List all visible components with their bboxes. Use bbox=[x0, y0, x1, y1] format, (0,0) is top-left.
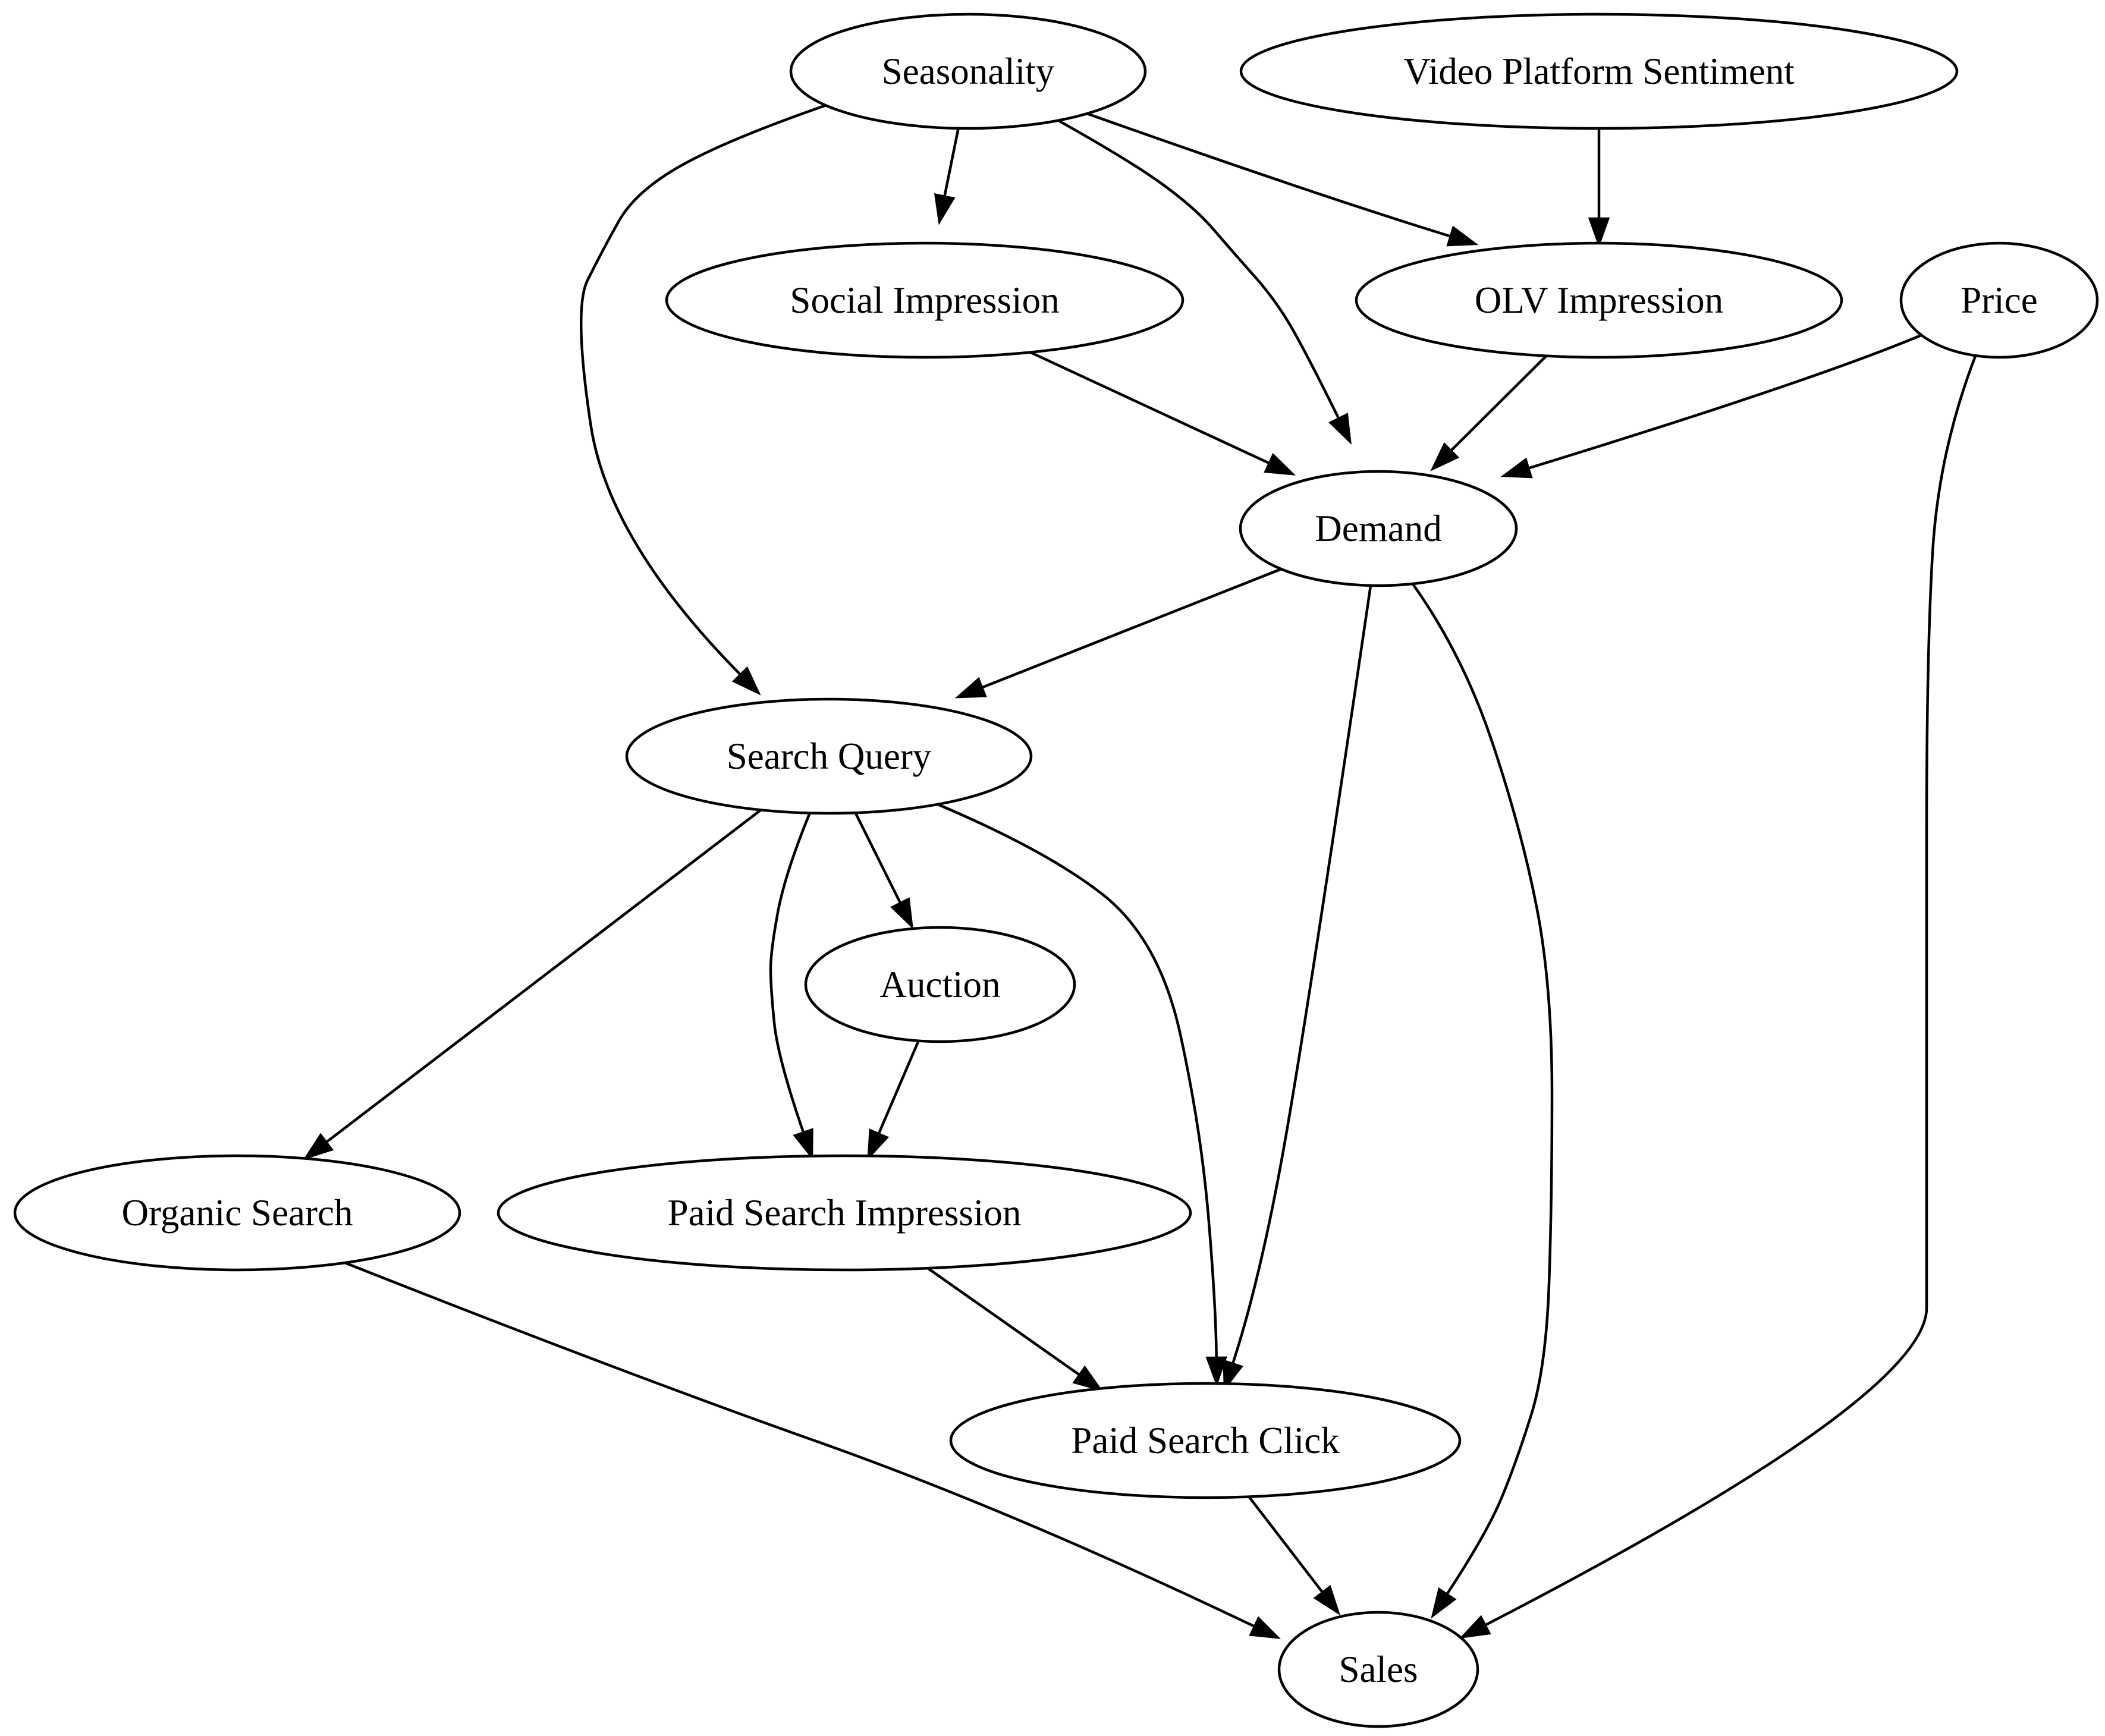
node-demand: Demand bbox=[1239, 470, 1518, 587]
node-video-sentiment: Video Platform Sentiment bbox=[1239, 12, 1959, 130]
edge-organic-search-to-sales bbox=[344, 1261, 1281, 1639]
node-ellipse bbox=[804, 926, 1076, 1043]
edge-demand-to-sales bbox=[1411, 582, 1554, 1619]
edge-demand-to-paid-search-click bbox=[1223, 585, 1372, 1392]
node-olv-impression: OLV Impression bbox=[1355, 241, 1843, 359]
node-search-query: Search Query bbox=[625, 697, 1033, 815]
edge-video-sentiment-to-olv-impression bbox=[1588, 128, 1610, 248]
node-auction: Auction bbox=[804, 926, 1076, 1043]
node-label: Search Query bbox=[727, 735, 932, 777]
edge-line bbox=[853, 811, 902, 904]
node-ellipse bbox=[1239, 470, 1518, 587]
node-label: Price bbox=[1961, 279, 2037, 321]
nodes-layer: Seasonality Video Platform SentimentSocia… bbox=[13, 12, 2099, 1728]
node-label: Demand bbox=[1315, 508, 1441, 549]
edge-olv-impression-to-demand bbox=[1430, 355, 1547, 471]
edge-line bbox=[1085, 111, 1451, 238]
arrowhead-icon bbox=[890, 897, 913, 929]
node-ellipse bbox=[1899, 241, 2099, 359]
node-ellipse bbox=[1239, 12, 1959, 130]
arrowhead-icon bbox=[1223, 1359, 1244, 1392]
arrowhead-icon bbox=[1430, 442, 1460, 471]
node-ellipse bbox=[789, 12, 1147, 130]
node-sales: Sales bbox=[1277, 1611, 1479, 1728]
arrowhead-icon bbox=[1500, 457, 1533, 479]
arrowhead-icon bbox=[867, 1128, 890, 1161]
arrowhead-icon bbox=[1588, 217, 1610, 248]
node-label: Seasonality bbox=[882, 51, 1055, 92]
node-label: OLV Impression bbox=[1475, 279, 1723, 321]
arrowhead-icon bbox=[934, 193, 956, 225]
node-ellipse bbox=[1355, 241, 1843, 359]
edge-search-query-to-organic-search bbox=[303, 809, 762, 1161]
edge-line bbox=[1231, 585, 1372, 1364]
arrowhead-icon bbox=[1459, 1615, 1491, 1639]
edge-line bbox=[981, 567, 1282, 689]
edge-seasonality-to-search-query bbox=[579, 102, 832, 696]
arrowhead-icon bbox=[1313, 1584, 1341, 1616]
edge-line bbox=[933, 801, 1218, 1358]
edge-search-query-to-auction bbox=[853, 811, 913, 929]
edge-line bbox=[1248, 1495, 1324, 1594]
node-ellipse bbox=[665, 241, 1185, 359]
edge-line bbox=[943, 127, 960, 197]
node-label: Paid Search Impression bbox=[668, 1192, 1022, 1234]
edge-price-to-sales bbox=[1459, 356, 1977, 1639]
node-price: Price bbox=[1899, 241, 2099, 359]
edge-seasonality-to-social-impression bbox=[934, 127, 960, 225]
edge-paid-search-impression-to-paid-search-click bbox=[926, 1267, 1104, 1392]
edge-line bbox=[877, 1040, 920, 1135]
arrowhead-icon bbox=[954, 677, 987, 699]
edge-line bbox=[1054, 118, 1340, 420]
edge-auction-to-paid-search-impression bbox=[867, 1040, 920, 1161]
node-seasonality: Seasonality bbox=[789, 12, 1147, 130]
edge-line bbox=[1528, 333, 1923, 470]
edge-paid-search-click-to-sales bbox=[1248, 1495, 1341, 1616]
edge-seasonality-to-demand bbox=[1054, 118, 1352, 445]
arrowhead-icon bbox=[303, 1133, 334, 1161]
node-label: Paid Search Click bbox=[1071, 1420, 1340, 1461]
edge-demand-to-search-query bbox=[954, 567, 1282, 699]
node-label: Auction bbox=[880, 964, 1001, 1005]
node-ellipse bbox=[497, 1154, 1192, 1272]
node-ellipse bbox=[13, 1154, 461, 1272]
edge-line bbox=[1484, 356, 1977, 1627]
node-paid-search-click: Paid Search Click bbox=[949, 1382, 1462, 1499]
arrowhead-icon bbox=[1249, 1616, 1281, 1639]
edge-seasonality-to-olv-impression bbox=[1085, 111, 1479, 247]
node-ellipse bbox=[625, 697, 1033, 815]
node-ellipse bbox=[949, 1382, 1462, 1499]
arrowhead-icon bbox=[1072, 1365, 1104, 1392]
arrowhead-icon bbox=[1431, 1587, 1457, 1619]
edge-line bbox=[1411, 582, 1554, 1596]
edge-price-to-demand bbox=[1500, 333, 1923, 479]
arrowhead-icon bbox=[1205, 1356, 1227, 1387]
node-social-impression: Social Impression bbox=[665, 241, 1185, 359]
arrowhead-icon bbox=[1446, 225, 1479, 247]
node-label: Social Impression bbox=[790, 279, 1059, 321]
node-ellipse bbox=[1277, 1611, 1479, 1728]
node-label: Video Platform Sentiment bbox=[1403, 51, 1795, 92]
edge-search-query-to-paid-search-click bbox=[933, 801, 1227, 1387]
edge-line bbox=[926, 1267, 1080, 1376]
edge-line bbox=[1450, 355, 1547, 452]
edge-line bbox=[769, 812, 812, 1134]
arrowhead-icon bbox=[731, 666, 761, 696]
edge-line bbox=[1025, 348, 1270, 465]
edge-social-impression-to-demand bbox=[1025, 348, 1296, 476]
edge-line bbox=[325, 809, 762, 1144]
node-label: Organic Search bbox=[122, 1192, 353, 1234]
node-label: Sales bbox=[1339, 1649, 1418, 1690]
node-paid-search-impression: Paid Search Impression bbox=[497, 1154, 1192, 1272]
arrowhead-icon bbox=[1264, 452, 1296, 476]
edge-line bbox=[579, 102, 832, 676]
node-organic-search: Organic Search bbox=[13, 1154, 461, 1272]
edge-line bbox=[344, 1261, 1256, 1628]
arrowhead-icon bbox=[1328, 413, 1352, 445]
edge-search-query-to-paid-search-impression bbox=[769, 812, 813, 1161]
edges-layer bbox=[303, 102, 1977, 1639]
arrowhead-icon bbox=[793, 1128, 813, 1161]
